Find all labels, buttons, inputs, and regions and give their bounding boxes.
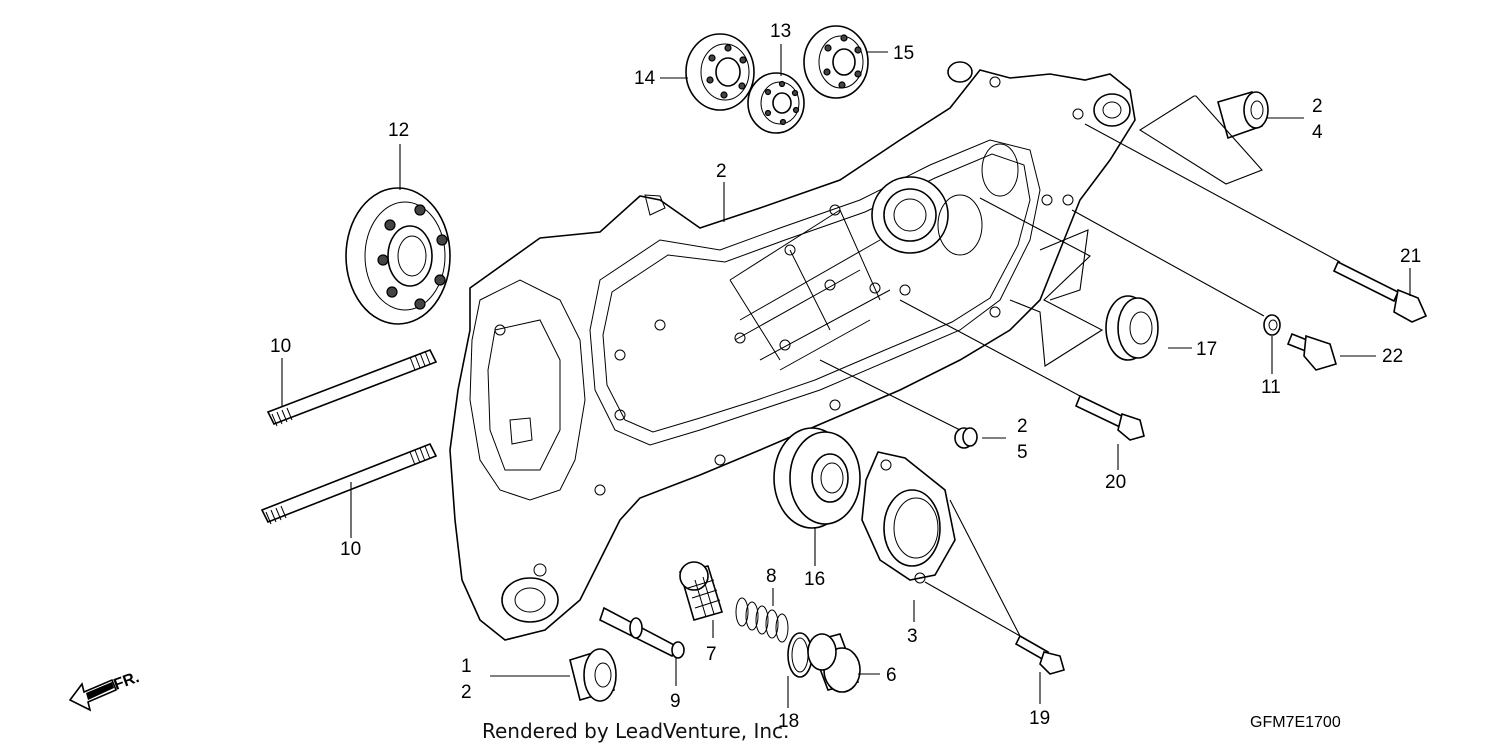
- bearing-14: [685, 33, 755, 111]
- diagram-code: GFM7E1700: [1250, 714, 1341, 731]
- bolt-19: [1014, 634, 1065, 675]
- callout-6: 6: [886, 665, 897, 686]
- callout-5: 5: [1017, 442, 1028, 463]
- callout-15: 15: [893, 43, 914, 64]
- callout-1: 1: [461, 656, 472, 677]
- callout-13: 13: [770, 21, 791, 42]
- callout-2: 2: [461, 682, 472, 703]
- callout-8: 8: [766, 566, 777, 587]
- callout-2: 2: [1312, 96, 1323, 117]
- drain-plug-6: [807, 633, 861, 693]
- callout-21: 21: [1400, 246, 1421, 267]
- callout-19: 19: [1029, 708, 1050, 729]
- gasket-plate-3: [861, 451, 956, 584]
- callout-20: 20: [1105, 472, 1126, 493]
- direction-label: FR.: [112, 669, 142, 694]
- callout-18: 18: [778, 711, 799, 732]
- callout-7: 7: [706, 644, 717, 665]
- callout-12: 12: [388, 120, 409, 141]
- crankcase-cover: [449, 61, 1136, 641]
- bolt-22: [1286, 332, 1337, 371]
- bearing-12: [345, 187, 451, 325]
- strainer-7: [678, 561, 724, 621]
- dowel-pin-5: [954, 427, 978, 449]
- bearing-15: [803, 25, 869, 99]
- stud-9: [599, 606, 685, 659]
- dowel-pin-4: [1217, 91, 1269, 140]
- callout-17: 17: [1196, 339, 1217, 360]
- callout-9: 9: [670, 691, 681, 712]
- render-credit: Rendered by LeadVenture, Inc.: [482, 719, 789, 743]
- oil-seal-17: [1105, 295, 1159, 361]
- callout-2: 2: [1017, 416, 1028, 437]
- callout-22: 22: [1382, 346, 1403, 367]
- callout-11: 11: [1261, 377, 1281, 398]
- collar-1: [569, 648, 617, 702]
- callout-2: 2: [716, 161, 727, 182]
- callout-14: 14: [634, 68, 656, 89]
- spring-8: [735, 597, 789, 643]
- oil-seal-16: [773, 427, 861, 529]
- stud-bolt-10-lower: [260, 442, 438, 525]
- bearing-13: [747, 72, 805, 134]
- bolt-21: [1332, 260, 1428, 323]
- callout-10: 10: [270, 336, 291, 357]
- callout-16: 16: [804, 569, 825, 590]
- stud-bolt-10-upper: [266, 348, 438, 427]
- callout-3: 3: [907, 626, 918, 647]
- bolt-20: [1074, 394, 1145, 441]
- callout-4: 4: [1312, 122, 1323, 143]
- leader-lines: [281, 44, 1411, 708]
- callout-10: 10: [340, 539, 361, 560]
- front-direction-arrow: FR.: [68, 669, 142, 712]
- washer-11: [1263, 314, 1281, 336]
- callout-labels: 1 2 2 2 2 3 4 5 6 7 8 9 10 10 11 12 13 1…: [270, 21, 1421, 732]
